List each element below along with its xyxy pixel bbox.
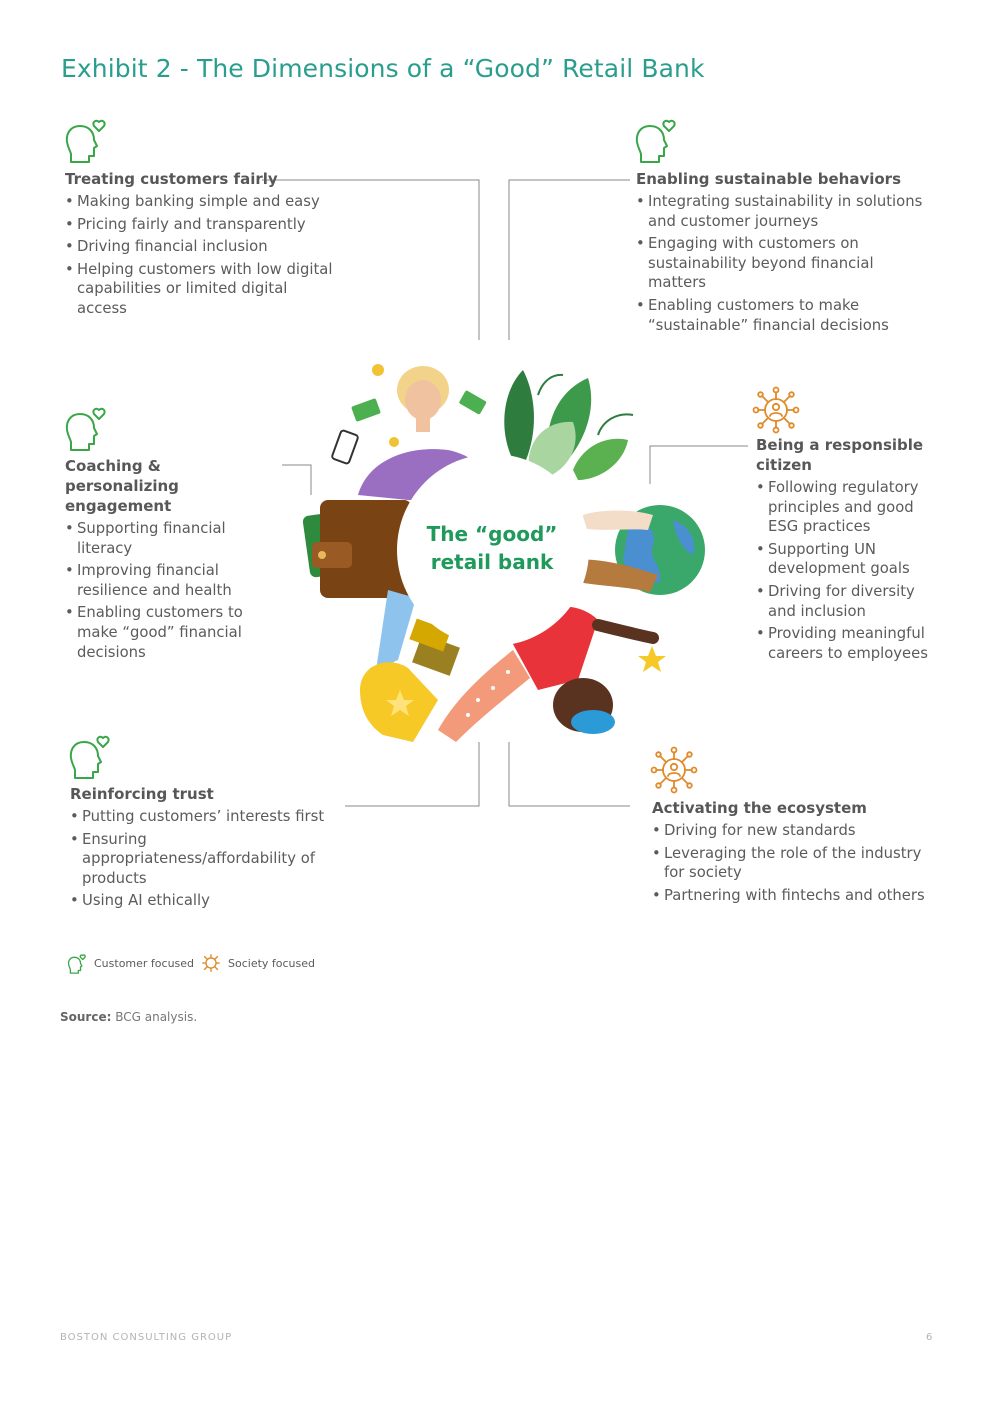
- dimension-item-list: Following regulatory principles and good…: [756, 478, 931, 663]
- list-item: Improving financial resilience and healt…: [65, 561, 270, 600]
- wallet-illustration: [302, 500, 412, 598]
- dimension-coaching-engagement: Coaching & personalizing engagement Supp…: [65, 456, 270, 665]
- dimension-item-list: Making banking simple and easy Pricing f…: [65, 192, 335, 319]
- plant-leaves-illustration: [504, 370, 634, 480]
- legend-label: Society focused: [228, 956, 316, 970]
- list-item: Supporting UN development goals: [756, 540, 931, 579]
- connector-coaching: [282, 464, 312, 495]
- source-label: Source:: [60, 1010, 112, 1024]
- dimension-heading: Treating customers fairly: [65, 170, 278, 188]
- list-item: Following regulatory principles and good…: [756, 478, 931, 537]
- list-item: Helping customers with low digital capab…: [65, 260, 335, 319]
- customer-focused-icon: [635, 119, 676, 163]
- footer-company: BOSTON CONSULTING GROUP: [60, 1332, 233, 1343]
- customer-focused-icon: [65, 407, 106, 451]
- list-item: Partnering with fintechs and others: [652, 886, 927, 906]
- dimension-item-list: Putting customers’ interests first Ensur…: [70, 807, 360, 911]
- central-illustration: [302, 364, 705, 742]
- list-item: Pricing fairly and transparently: [65, 215, 335, 235]
- connector-ecosystem: [508, 742, 630, 807]
- customer-focused-icon: [67, 954, 86, 974]
- list-item: Using AI ethically: [70, 891, 360, 911]
- customer-focused-icon: [69, 735, 110, 779]
- dimension-sustainable-behaviors: Enabling sustainable behaviors Integrati…: [636, 169, 926, 338]
- connector-sustainable: [508, 179, 630, 340]
- list-item: Engaging with customers on sustainabilit…: [636, 234, 926, 293]
- connector-citizen: [649, 445, 748, 484]
- dimension-heading: Being a responsible citizen: [756, 436, 924, 474]
- society-focused-icon: [202, 954, 220, 972]
- list-item: Driving for diversity and inclusion: [756, 582, 931, 621]
- list-item: Driving for new standards: [652, 821, 927, 841]
- center-label-line2: retail bank: [430, 550, 554, 574]
- dimension-item-list: Supporting financial literacy Improving …: [65, 519, 270, 662]
- list-item: Supporting financial literacy: [65, 519, 270, 558]
- list-item: Making banking simple and easy: [65, 192, 335, 212]
- dimension-treating-customers: Treating customers fairly Making banking…: [65, 169, 335, 322]
- list-item: Providing meaningful careers to employee…: [756, 624, 931, 663]
- source-text: BCG analysis.: [111, 1010, 198, 1024]
- dimension-item-list: Integrating sustainability in solutions …: [636, 192, 926, 335]
- dimension-responsible-citizen: Being a responsible citizen Following re…: [756, 435, 931, 666]
- source-note: Source: BCG analysis.: [60, 1010, 197, 1024]
- center-circle: [397, 454, 589, 646]
- list-item: Putting customers’ interests first: [70, 807, 360, 827]
- dimension-heading: Activating the ecosystem: [652, 799, 867, 817]
- list-item: Integrating sustainability in solutions …: [636, 192, 926, 231]
- dimension-heading: Enabling sustainable behaviors: [636, 170, 902, 188]
- list-item: Driving financial inclusion: [65, 237, 335, 257]
- connector-trust: [345, 742, 480, 807]
- trophy-illustration: [360, 618, 460, 742]
- dimension-activating-ecosystem: Activating the ecosystem Driving for new…: [652, 798, 927, 908]
- dimension-item-list: Driving for new standards Leveraging the…: [652, 821, 927, 905]
- dimension-reinforcing-trust: Reinforcing trust Putting customers’ int…: [70, 784, 360, 914]
- center-label: The “good” retail bank: [412, 520, 572, 576]
- connector-treating: [262, 179, 480, 340]
- list-item: Enabling customers to make “sustainable”…: [636, 296, 926, 335]
- dimension-heading: Coaching & personalizing engagement: [65, 457, 179, 515]
- list-item: Ensuring appropriateness/affordability o…: [70, 830, 360, 889]
- globe-illustration: [578, 505, 705, 595]
- society-focused-icon: [752, 386, 800, 434]
- list-item: Leveraging the role of the industry for …: [652, 844, 927, 883]
- list-item: Enabling customers to make “good” financ…: [65, 603, 270, 662]
- page-title: Exhibit 2 - The Dimensions of a “Good” R…: [61, 54, 705, 83]
- society-focused-icon: [650, 746, 698, 794]
- center-label-line1: The “good”: [426, 522, 558, 546]
- footer-page-number: 6: [926, 1332, 934, 1343]
- legend-society-focused: Society focused: [200, 952, 315, 974]
- legend-customer-focused: Customer focused: [66, 952, 194, 974]
- dimension-heading: Reinforcing trust: [70, 785, 214, 803]
- customer-focused-icon: [65, 119, 106, 163]
- legend-label: Customer focused: [94, 956, 195, 970]
